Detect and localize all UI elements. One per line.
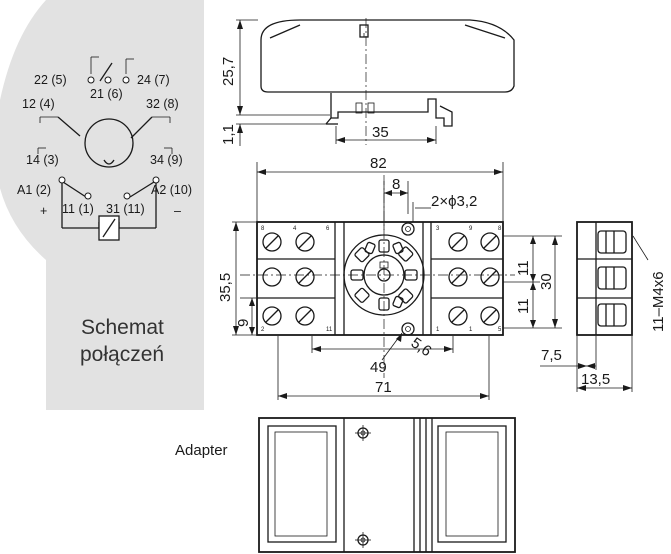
side-body bbox=[576, 221, 633, 336]
pin-label-12: 12 (4) bbox=[22, 97, 55, 111]
pin-label-21: 21 (6) bbox=[90, 87, 123, 101]
dim-side-13-5: 13,5 bbox=[581, 371, 610, 388]
dim-rail-width: 35 bbox=[372, 124, 389, 141]
pin-label-22: 22 (5) bbox=[34, 73, 67, 87]
contact-group-1-3 bbox=[37, 116, 173, 154]
coil-circuit bbox=[58, 176, 160, 241]
relay-housing-outline bbox=[260, 19, 515, 93]
adapter-label: Adapter bbox=[175, 442, 228, 459]
wiring-schematic: 22 (5) 21 (6) 24 (7) 12 (4) 32 (8) 14 (3… bbox=[0, 0, 204, 410]
knob-circle bbox=[84, 118, 134, 168]
plus-sign: + bbox=[40, 204, 47, 218]
socket-base bbox=[256, 221, 504, 336]
dim-height-35-5: 35,5 bbox=[217, 273, 234, 302]
svg-text:1: 1 bbox=[436, 327, 440, 333]
pin-label-11: 11 (1) bbox=[62, 202, 94, 216]
terminal-screws-right bbox=[448, 232, 500, 326]
svg-text:5: 5 bbox=[498, 327, 502, 333]
mounting-hole-bottom bbox=[401, 322, 415, 336]
dim-radius-5-6: 5,6 bbox=[408, 334, 435, 360]
dim-width-71: 71 bbox=[375, 379, 392, 396]
minus-sign: – bbox=[174, 204, 181, 218]
dim-offset-9: 9 bbox=[235, 319, 252, 327]
contact-group-2 bbox=[87, 56, 134, 84]
dim-holes: 2×ϕ3,2 bbox=[431, 193, 477, 210]
svg-text:3: 3 bbox=[436, 226, 440, 232]
dim-screw: 11–M4x6 bbox=[650, 271, 667, 332]
knob-slot bbox=[103, 159, 115, 165]
dim-pitch-b: 11 bbox=[515, 298, 532, 314]
dim-side-7-5: 7,5 bbox=[541, 347, 562, 364]
pin-label-14: 14 (3) bbox=[26, 153, 59, 167]
pin-label-31: 31 (11) bbox=[106, 202, 145, 216]
adapter-body bbox=[258, 417, 516, 553]
svg-text:1: 1 bbox=[469, 327, 473, 333]
dim-rail-offset: 1,1 bbox=[220, 124, 237, 145]
adapter-mount-top bbox=[355, 425, 371, 441]
svg-text:8: 8 bbox=[498, 226, 502, 232]
dim-hole-spacing: 8 bbox=[392, 176, 400, 193]
dim-height-30: 30 bbox=[538, 273, 555, 290]
pin-label-34: 34 (9) bbox=[150, 153, 183, 167]
schematic-title-line2: połączeń bbox=[80, 343, 164, 366]
dim-mount-49: 49 bbox=[370, 359, 387, 376]
top-side-view: 25,7 1,1 35 bbox=[220, 18, 515, 146]
dim-pitch-a: 11 bbox=[515, 260, 532, 276]
adapter-mount-bottom bbox=[355, 532, 371, 548]
svg-text:9: 9 bbox=[469, 226, 473, 232]
dim-height-top: 25,7 bbox=[220, 57, 237, 86]
pin-label-24: 24 (7) bbox=[137, 73, 170, 87]
svg-text:8: 8 bbox=[261, 226, 265, 232]
svg-text:4: 4 bbox=[293, 226, 297, 232]
front-view: 82 8 2×ϕ3,2 bbox=[217, 155, 562, 400]
schematic-background bbox=[0, 0, 204, 410]
adapter-view: Adapter bbox=[175, 417, 516, 553]
svg-text:6: 6 bbox=[326, 226, 330, 232]
svg-text:2: 2 bbox=[261, 327, 265, 333]
dim-total-width: 82 bbox=[370, 155, 387, 172]
pin-label-a1: A1 (2) bbox=[17, 183, 51, 197]
schematic-title-line1: Schemat bbox=[81, 316, 164, 339]
pin-label-a2: A2 (10) bbox=[151, 183, 192, 197]
terminal-screws-left bbox=[262, 232, 315, 326]
svg-text:11: 11 bbox=[326, 327, 333, 333]
pin-label-32: 32 (8) bbox=[146, 97, 179, 111]
side-view: 11–M4x6 7,5 13,5 bbox=[540, 221, 667, 392]
din-rail bbox=[330, 93, 453, 127]
